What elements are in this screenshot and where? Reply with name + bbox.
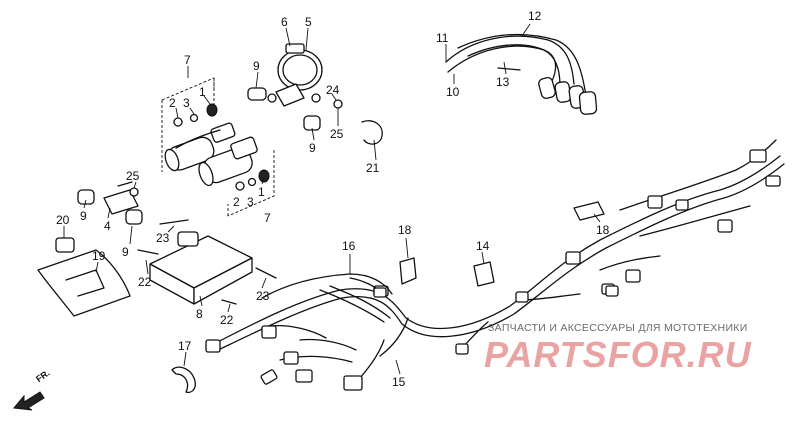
callout-5: 5 — [305, 15, 312, 29]
callout-20: 20 — [56, 213, 70, 227]
callout-8: 8 — [196, 307, 203, 321]
cover-19 — [37, 249, 131, 317]
callout-6: 6 — [281, 15, 288, 29]
main-wire-harness — [205, 139, 785, 391]
ignition-coil-upper — [161, 77, 236, 172]
watermark-caption: ЗАПЧАСТИ И АКСЕССУАРЫ ДЛЯ МОТОТЕХНИКИ — [488, 322, 748, 334]
callout-25-left: 25 — [126, 169, 140, 183]
callout-9-left: 9 — [80, 209, 87, 223]
callout-23-lower: 23 — [256, 289, 270, 303]
callout-9-mid: 9 — [309, 141, 316, 155]
callout-2-lower: 2 — [233, 195, 240, 209]
coil-mounting-brackets — [55, 181, 143, 253]
callout-16: 16 — [342, 239, 356, 253]
callout-11: 11 — [436, 31, 449, 45]
control-unit-bracket — [137, 219, 277, 305]
callout-18-middle: 18 — [398, 223, 412, 237]
callout-numbers: 7 2 3 1 6 5 9 24 25 9 21 11 12 13 10 1 2… — [56, 9, 610, 389]
bracket-18-right — [573, 201, 605, 221]
watermark-logo: PARTSFOR.RU — [484, 334, 752, 375]
callout-14: 14 — [476, 239, 490, 253]
callout-3-lower: 3 — [247, 195, 254, 209]
callout-4: 4 — [104, 219, 111, 233]
callout-12: 12 — [528, 9, 542, 23]
leader-lines — [63, 23, 601, 375]
callout-24: 24 — [326, 83, 340, 97]
coil-band-clamp — [247, 43, 343, 131]
callout-10: 10 — [446, 85, 460, 99]
callout-19: 19 — [92, 249, 106, 263]
callout-1-lower: 1 — [258, 185, 265, 199]
front-direction-arrow — [13, 391, 45, 411]
callout-7-upper: 7 — [184, 53, 191, 67]
callout-3-upper: 3 — [183, 96, 190, 110]
callout-21: 21 — [366, 161, 380, 175]
clip-21 — [361, 120, 383, 145]
cover-19-detail — [65, 269, 105, 297]
bracket-18-middle — [399, 257, 417, 285]
callout-22-lower: 22 — [220, 313, 234, 327]
callout-25-upper: 25 — [330, 127, 344, 141]
callout-13: 13 — [496, 75, 510, 89]
callout-23-upper: 23 — [156, 231, 170, 245]
callout-9-lower-left: 9 — [122, 245, 129, 259]
harness-clamp-17 — [171, 366, 196, 394]
spark-plug-leads — [445, 33, 598, 115]
callout-15: 15 — [392, 375, 406, 389]
callout-17: 17 — [178, 339, 192, 353]
callout-22-upper: 22 — [138, 275, 152, 289]
callout-2-upper: 2 — [169, 96, 176, 110]
callout-1-upper: 1 — [199, 85, 206, 99]
sub-wire-harness — [261, 273, 393, 323]
callout-18-right: 18 — [596, 223, 610, 237]
callout-7-lower: 7 — [264, 211, 271, 225]
callout-9-top: 9 — [253, 59, 260, 73]
bracket-14 — [473, 261, 495, 287]
ignition-coil-lower — [198, 136, 275, 217]
